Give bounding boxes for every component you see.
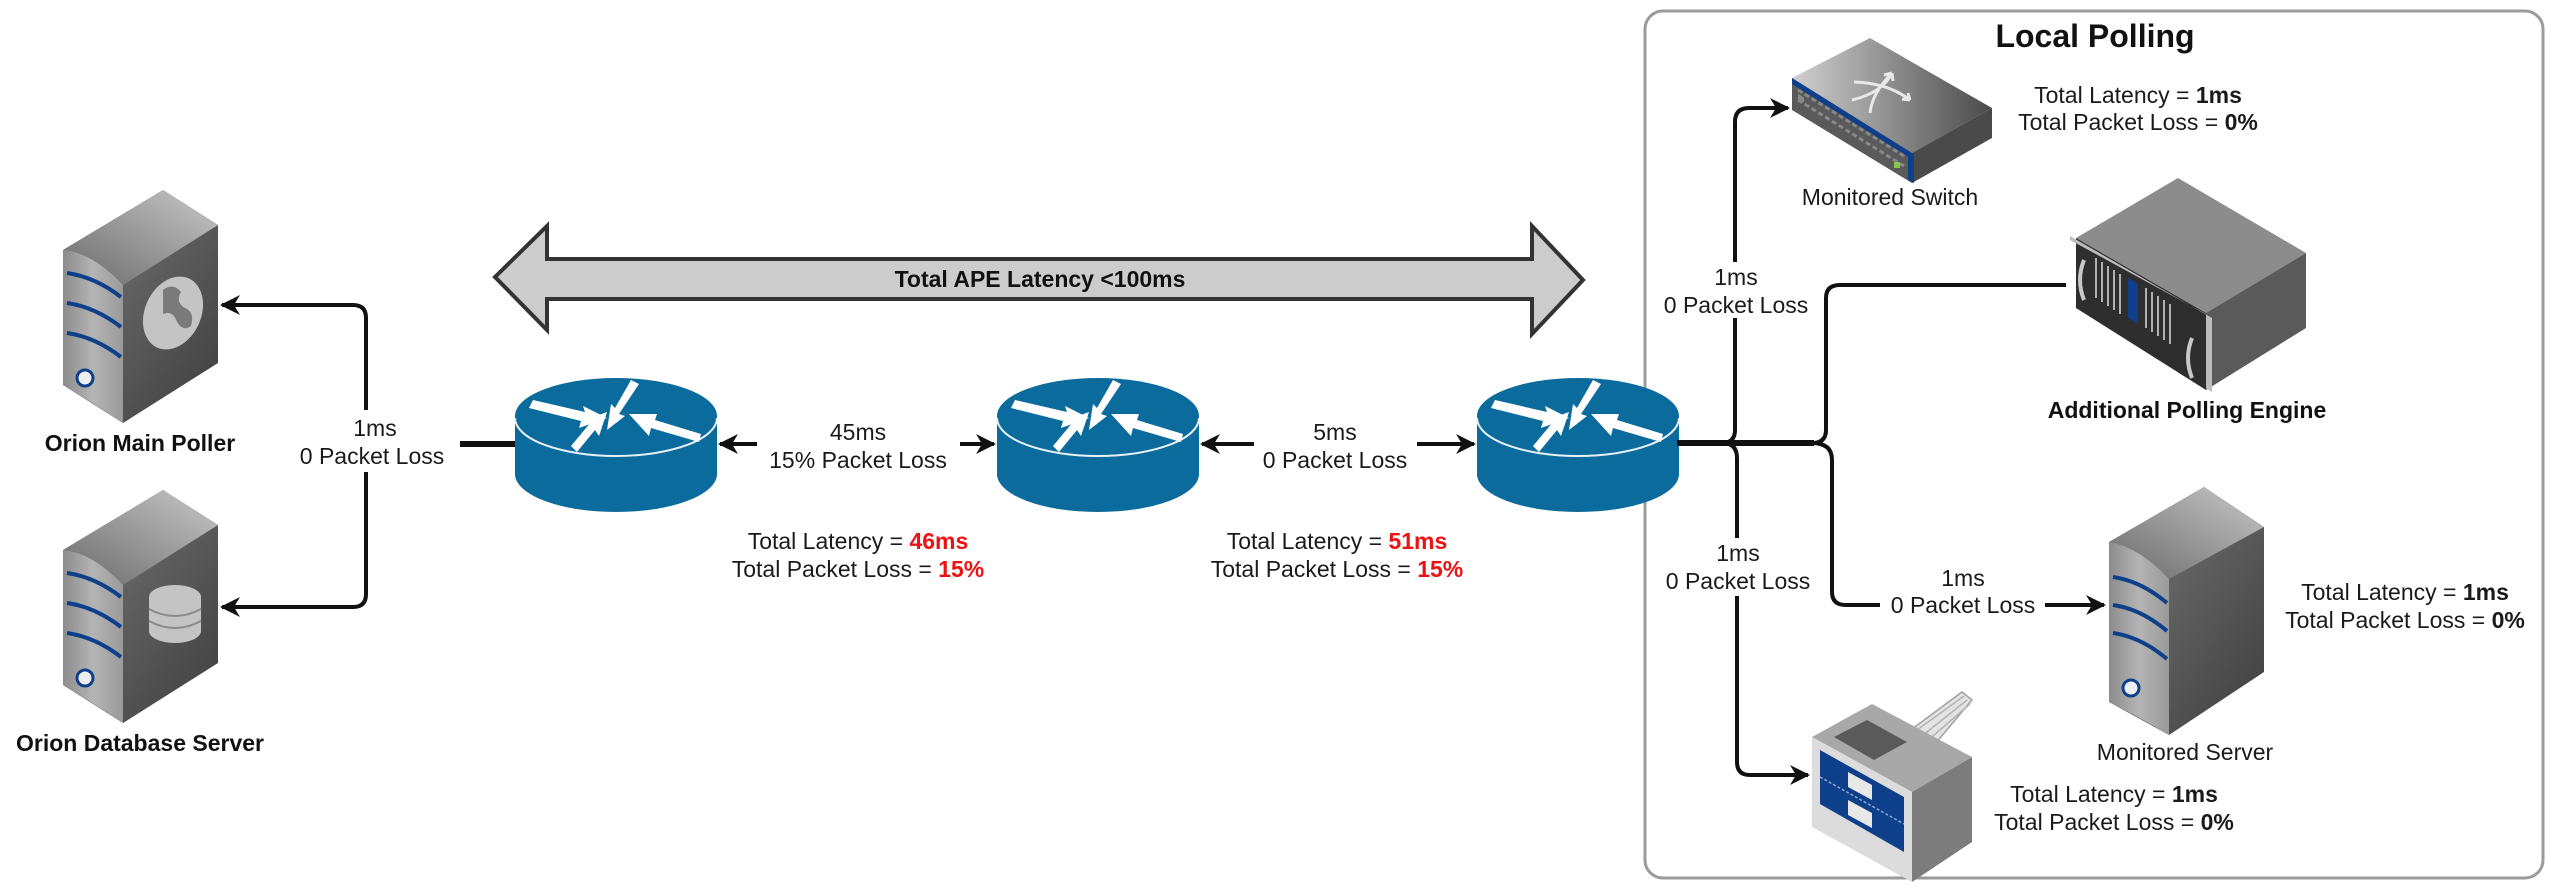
link-router1-router2-latency: 45ms — [830, 419, 886, 445]
total-loss-value: 15% — [938, 556, 984, 582]
total-loss-value: 15% — [1417, 556, 1463, 582]
total-latency-value: 46ms — [909, 528, 968, 554]
router-icon — [1476, 377, 1680, 513]
total-latency-label: Total Latency = — [1227, 528, 1389, 554]
svg-text:Total Packet Loss = 0%: Total Packet Loss = 0% — [1994, 809, 2234, 835]
total-loss-value: 0% — [2225, 109, 2258, 135]
ape-latency-label: Total APE Latency <100ms — [895, 266, 1186, 292]
svg-text:Total Packet Loss = 15%: Total Packet Loss = 15% — [1211, 556, 1464, 582]
router-2[interactable] — [996, 377, 1200, 513]
orion-main-poller-label: Orion Main Poller — [45, 430, 235, 456]
link-router3-server-latency: 1ms — [1941, 565, 1984, 591]
total-loss-value: 0% — [2492, 607, 2525, 633]
total-latency-value: 1ms — [2463, 579, 2509, 605]
total-loss-label: Total Packet Loss = — [2018, 109, 2224, 135]
link-router3-printer-label: 1ms 0 Packet Loss — [1666, 540, 1810, 594]
switch-icon — [1792, 38, 1992, 183]
local-polling-title: Local Polling — [1995, 18, 2194, 54]
link-router2-router3-loss: 0 Packet Loss — [1263, 447, 1407, 473]
monitored-printer[interactable] — [1812, 691, 1974, 882]
total-latency-label: Total Latency = — [2034, 82, 2196, 108]
rack-server-icon — [2070, 178, 2306, 392]
router-1[interactable] — [514, 377, 718, 513]
link-poller-router1-latency: 1ms — [353, 415, 396, 441]
link-router2-router3-latency: 5ms — [1313, 419, 1356, 445]
link-router3-switch-loss: 0 Packet Loss — [1664, 292, 1808, 318]
link-router1-router2-loss: 15% Packet Loss — [769, 447, 947, 473]
link-router3-server-label: 1ms 0 Packet Loss — [1891, 565, 2035, 618]
printer-icon — [1812, 691, 1974, 882]
total-loss-label: Total Packet Loss = — [2285, 607, 2491, 633]
svg-text:Total Latency = 51ms: Total Latency = 51ms — [1227, 528, 1448, 554]
link-router3-printer-latency: 1ms — [1716, 540, 1759, 566]
svg-text:Total Latency = 1ms: Total Latency = 1ms — [2301, 579, 2509, 605]
web-server-icon — [63, 190, 218, 423]
link-router2-router3: 5ms 0 Packet Loss — [1200, 419, 1476, 473]
total-loss-label: Total Packet Loss = — [732, 556, 938, 582]
total-loss-value: 0% — [2201, 809, 2234, 835]
link-router3-server-loss: 0 Packet Loss — [1891, 592, 2035, 618]
link-poller-router1-loss: 0 Packet Loss — [300, 443, 444, 469]
svg-text:Total Packet Loss = 0%: Total Packet Loss = 0% — [2018, 109, 2258, 135]
monitored-switch[interactable]: Monitored Switch — [1792, 38, 1992, 210]
link-router1-router2: 45ms 15% Packet Loss — [718, 419, 996, 473]
orion-database-server-label: Orion Database Server — [16, 730, 264, 756]
total-latency-label: Total Latency = — [2301, 579, 2463, 605]
link-router3-switch-latency: 1ms — [1714, 264, 1757, 290]
total-latency-label: Total Latency = — [748, 528, 910, 554]
svg-text:Total Packet Loss = 15%: Total Packet Loss = 15% — [732, 556, 985, 582]
svg-text:Total Latency = 46ms: Total Latency = 46ms — [748, 528, 969, 554]
total-latency-label: Total Latency = — [2010, 781, 2172, 807]
local-bus — [1677, 98, 2106, 785]
switch-totals: Total Latency = 1ms Total Packet Loss = … — [2018, 82, 2258, 135]
total-loss-label: Total Packet Loss = — [1211, 556, 1417, 582]
printer-totals: Total Latency = 1ms Total Packet Loss = … — [1994, 781, 2234, 835]
tower-server-icon — [2109, 487, 2264, 735]
total-latency-value: 51ms — [1388, 528, 1447, 554]
monitored-switch-label: Monitored Switch — [1802, 184, 1978, 210]
additional-polling-engine[interactable]: Additional Polling Engine — [2048, 178, 2327, 423]
svg-text:Total Packet Loss = 0%: Total Packet Loss = 0% — [2285, 607, 2525, 633]
link-router3-switch-label: 1ms 0 Packet Loss — [1664, 264, 1808, 318]
router-icon — [996, 377, 1200, 513]
monitored-server-totals: Total Latency = 1ms Total Packet Loss = … — [2285, 579, 2525, 633]
ape-latency-banner: Total APE Latency <100ms — [492, 220, 1586, 340]
link-poller-router1: 1ms 0 Packet Loss — [220, 295, 516, 617]
database-server-icon — [63, 490, 218, 723]
additional-polling-engine-label: Additional Polling Engine — [2048, 397, 2327, 423]
svg-text:Total Latency = 1ms: Total Latency = 1ms — [2034, 82, 2242, 108]
total-latency-value: 1ms — [2172, 781, 2218, 807]
svg-text:Total Latency = 1ms: Total Latency = 1ms — [2010, 781, 2218, 807]
total-loss-label: Total Packet Loss = — [1994, 809, 2200, 835]
router-3[interactable] — [1476, 377, 1680, 513]
total-latency-value: 1ms — [2196, 82, 2242, 108]
router-icon — [514, 377, 718, 513]
orion-main-poller[interactable]: Orion Main Poller — [45, 190, 235, 456]
monitored-server-label: Monitored Server — [2097, 739, 2274, 765]
monitored-server[interactable]: Monitored Server — [2097, 487, 2274, 765]
orion-database-server[interactable]: Orion Database Server — [16, 490, 264, 756]
router3-totals: Total Latency = 51ms Total Packet Loss =… — [1211, 528, 1464, 582]
link-router3-printer-loss: 0 Packet Loss — [1666, 568, 1810, 594]
router2-totals: Total Latency = 46ms Total Packet Loss =… — [732, 528, 985, 582]
